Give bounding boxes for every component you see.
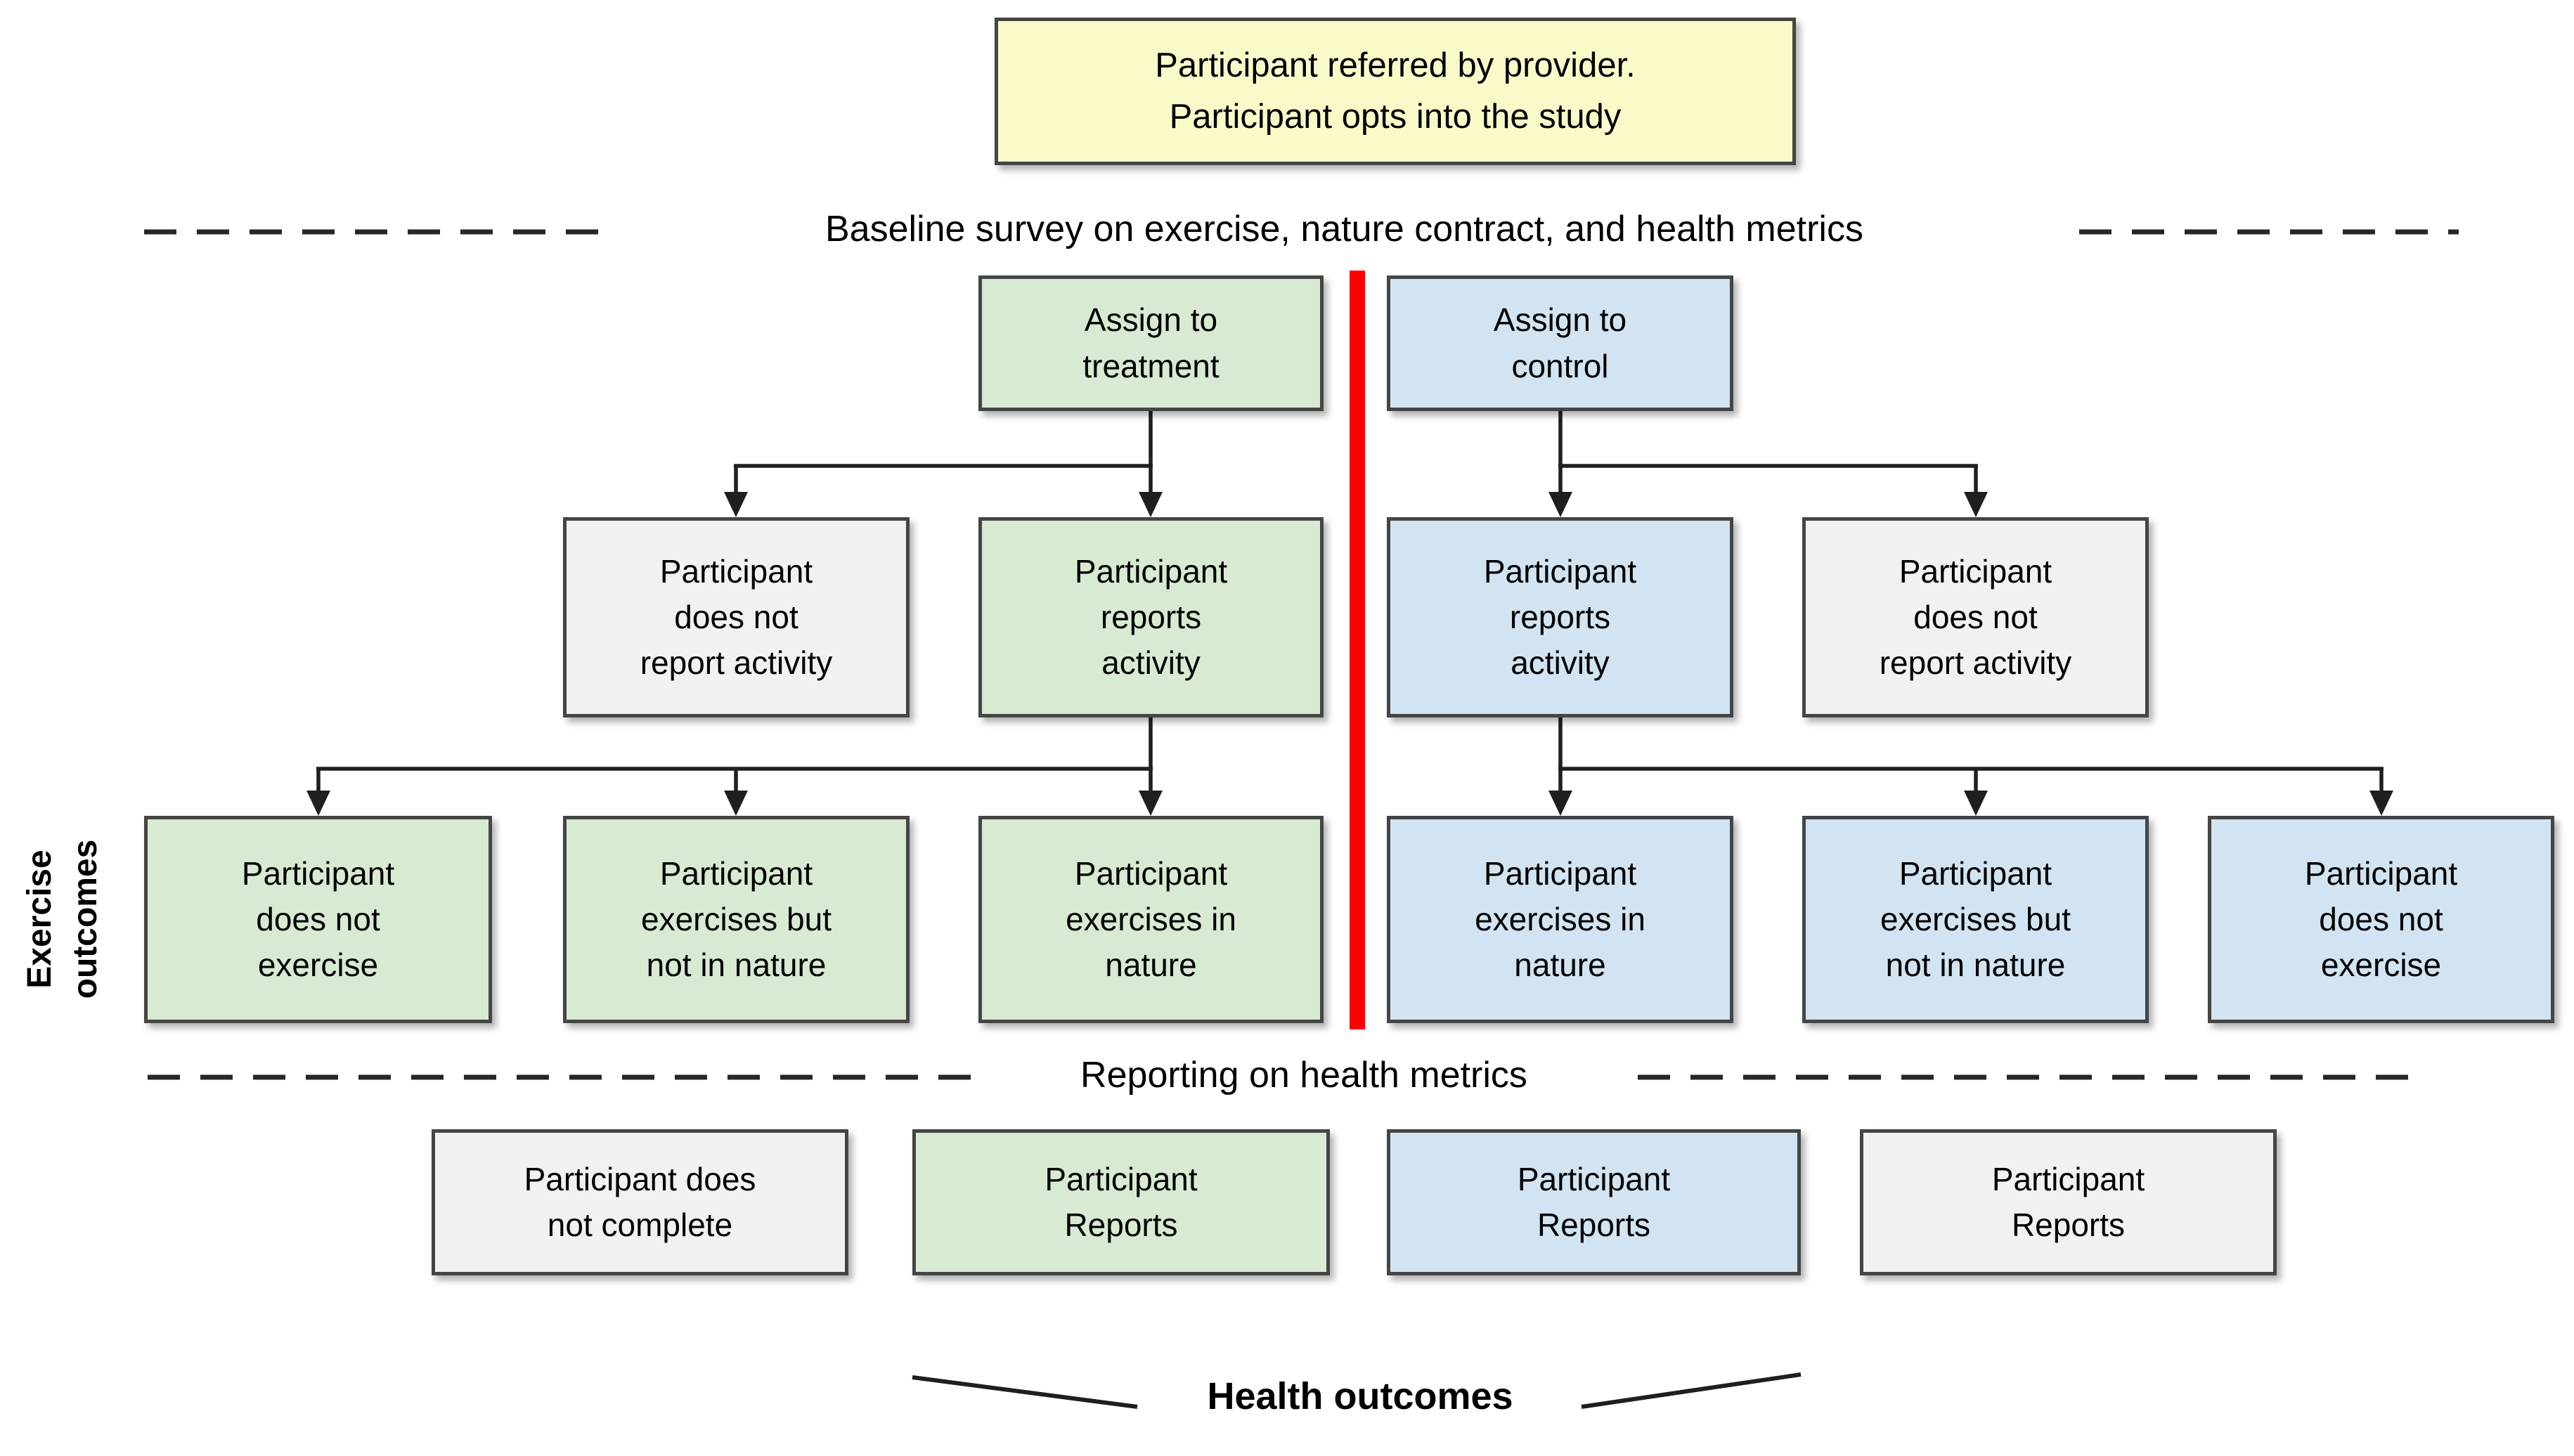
node-label: Participant exercises in nature bbox=[1475, 854, 1645, 984]
node-control-no-exercise: Participant does not exercise bbox=[2208, 816, 2554, 1023]
node-label: Participant Reports bbox=[1045, 1160, 1198, 1243]
node-assign-treatment: Assign to treatment bbox=[978, 275, 1324, 411]
node-health-other-reports: Participant Reports bbox=[1860, 1129, 2277, 1275]
node-label: Participant reports activity bbox=[1074, 552, 1228, 682]
arrowhead bbox=[1139, 791, 1163, 816]
node-label: Participant exercises but not in nature bbox=[1880, 854, 2071, 984]
arrowhead bbox=[724, 492, 748, 517]
tree-connectors bbox=[316, 411, 2384, 793]
arrowhead bbox=[1548, 791, 1572, 816]
health-outcomes-label: Health outcomes bbox=[1207, 1375, 1513, 1417]
arrowheads bbox=[306, 492, 2393, 816]
exercise-outcomes-label: Exercise outcomes bbox=[21, 839, 104, 999]
node-label: Participant exercises but not in nature bbox=[640, 854, 832, 984]
node-health-not-complete: Participant does not complete bbox=[432, 1129, 848, 1275]
arrowhead bbox=[1548, 492, 1572, 517]
node-control-exercise-not-nature: Participant exercises but not in nature bbox=[1802, 816, 2149, 1023]
arrowhead bbox=[1139, 492, 1163, 517]
node-control-exercise-nature: Participant exercises in nature bbox=[1387, 816, 1733, 1023]
node-label: Participant does not complete bbox=[524, 1160, 756, 1243]
node-label: Assign to treatment bbox=[1082, 301, 1220, 384]
node-treatment-reports: Participant reports activity bbox=[978, 517, 1324, 717]
node-label: Participant exercises in nature bbox=[1066, 854, 1236, 984]
footer-line-left bbox=[912, 1375, 1138, 1409]
node-label: Participant does not exercise bbox=[2304, 854, 2458, 984]
node-treatment-exercise-not-nature: Participant exercises but not in nature bbox=[563, 816, 910, 1023]
node-label: Participant Reports bbox=[1991, 1160, 2145, 1243]
node-treatment-no-report: Participant does not report activity bbox=[563, 517, 910, 717]
footer-line-right bbox=[1581, 1372, 1802, 1409]
node-health-treatment-reports: Participant Reports bbox=[912, 1129, 1330, 1275]
node-entry: Participant referred by provider. Partic… bbox=[995, 18, 1796, 165]
arrowhead bbox=[1964, 492, 1988, 517]
arrowhead bbox=[1964, 791, 1988, 816]
dashed-separators bbox=[144, 229, 2459, 1080]
arrowhead bbox=[724, 791, 748, 816]
node-control-no-report: Participant does not report activity bbox=[1802, 517, 2149, 717]
node-control-reports: Participant reports activity bbox=[1387, 517, 1733, 717]
node-treatment-no-exercise: Participant does not exercise bbox=[144, 816, 492, 1023]
baseline-separator-label: Baseline survey on exercise, nature cont… bbox=[825, 209, 1863, 249]
node-label: Participant Reports bbox=[1517, 1160, 1671, 1243]
node-health-control-reports: Participant Reports bbox=[1387, 1129, 1801, 1275]
node-treatment-exercise-nature: Participant exercises in nature bbox=[978, 816, 1324, 1023]
node-label: Assign to control bbox=[1493, 301, 1627, 384]
reporting-separator-label: Reporting on health metrics bbox=[1080, 1055, 1527, 1096]
node-entry-label: Participant referred by provider. Partic… bbox=[1155, 46, 1636, 136]
footer-brace-lines bbox=[912, 1372, 1802, 1409]
node-label: Participant does not report activity bbox=[1879, 552, 2072, 682]
node-label: Participant does not report activity bbox=[640, 552, 833, 682]
node-assign-control: Assign to control bbox=[1387, 275, 1733, 411]
arrowhead bbox=[2369, 791, 2393, 816]
node-label: Participant reports activity bbox=[1483, 552, 1637, 682]
node-label: Participant does not exercise bbox=[241, 854, 395, 984]
arrowhead bbox=[306, 791, 330, 816]
